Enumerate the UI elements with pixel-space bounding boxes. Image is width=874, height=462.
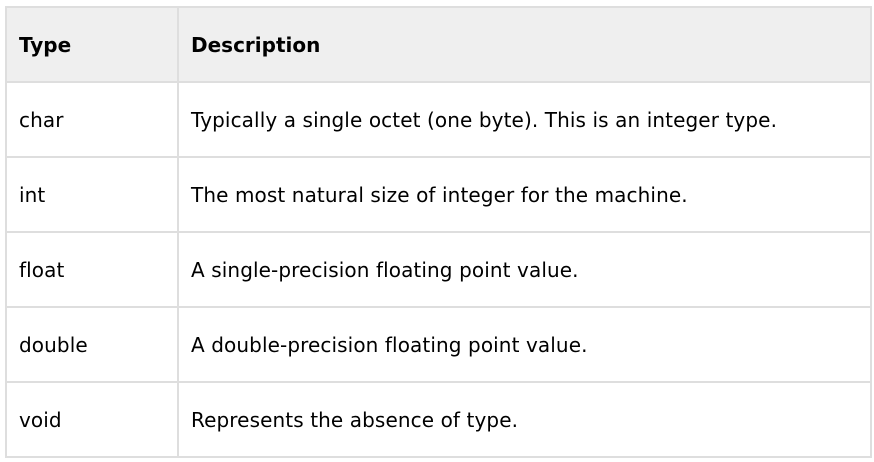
data-types-table-container: Type Description char Typically a single…	[5, 6, 872, 458]
description-cell: Typically a single octet (one byte). Thi…	[177, 81, 872, 158]
type-cell: int	[5, 156, 179, 233]
description-cell: Represents the absence of type.	[177, 381, 872, 458]
column-header-description: Description	[177, 6, 872, 83]
type-cell: char	[5, 81, 179, 158]
column-header-type: Type	[5, 6, 179, 83]
table-row: void Represents the absence of type.	[5, 381, 872, 458]
table-header: Type Description	[5, 6, 872, 83]
description-cell: A single-precision floating point value.	[177, 231, 872, 308]
type-cell: double	[5, 306, 179, 383]
table-row: double A double-precision floating point…	[5, 306, 872, 383]
data-types-table: Type Description char Typically a single…	[5, 6, 872, 458]
header-row: Type Description	[5, 6, 872, 83]
description-cell: The most natural size of integer for the…	[177, 156, 872, 233]
table-row: int The most natural size of integer for…	[5, 156, 872, 233]
table-row: char Typically a single octet (one byte)…	[5, 81, 872, 158]
description-cell: A double-precision floating point value.	[177, 306, 872, 383]
type-cell: float	[5, 231, 179, 308]
table-body: char Typically a single octet (one byte)…	[5, 81, 872, 458]
type-cell: void	[5, 381, 179, 458]
table-row: float A single-precision floating point …	[5, 231, 872, 308]
